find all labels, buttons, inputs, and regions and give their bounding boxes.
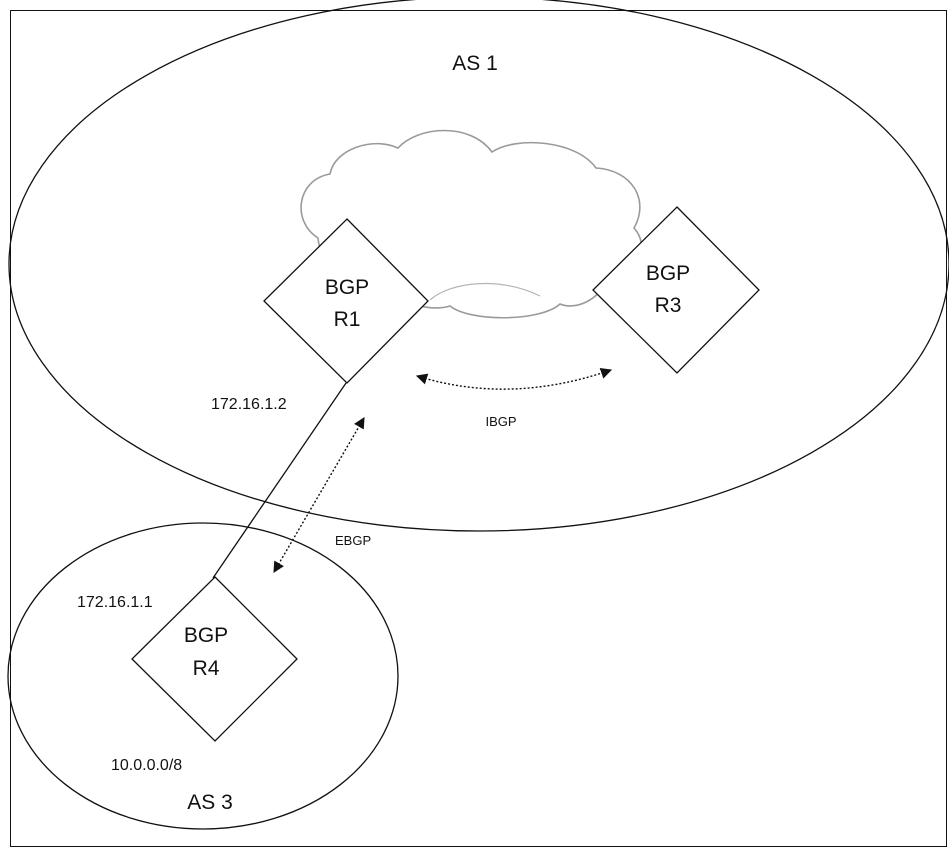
diagram-frame — [10, 10, 947, 847]
router-r4-line2: R4 — [193, 657, 220, 680]
router-r1-line2: R1 — [334, 308, 361, 331]
ibgp-session-arrow — [415, 368, 613, 390]
router-r1-line1: BGP — [325, 276, 369, 299]
as3-boundary — [7, 522, 399, 830]
router-r3-icon — [592, 206, 760, 374]
cloud-inner-curve — [429, 282, 541, 301]
router-r4-icon — [131, 576, 298, 742]
router-r3-line1: BGP — [646, 262, 690, 285]
ebgp-session-arrow — [273, 417, 365, 573]
router-r1-icon — [263, 218, 429, 384]
ibgp-label: IBGP — [485, 414, 516, 429]
as1-label: AS 1 — [452, 52, 498, 75]
router-r3-line2: R3 — [655, 294, 682, 317]
r1-link-ip-label: 172.16.1.2 — [211, 396, 287, 413]
as1-boundary — [8, 0, 949, 532]
as3-label: AS 3 — [187, 791, 233, 814]
ebgp-label: EBGP — [335, 533, 371, 548]
router-r4-line1: BGP — [184, 624, 228, 647]
r4-link-ip-label: 172.16.1.1 — [77, 594, 153, 611]
as3-prefix-label: 10.0.0.0/8 — [111, 757, 182, 774]
